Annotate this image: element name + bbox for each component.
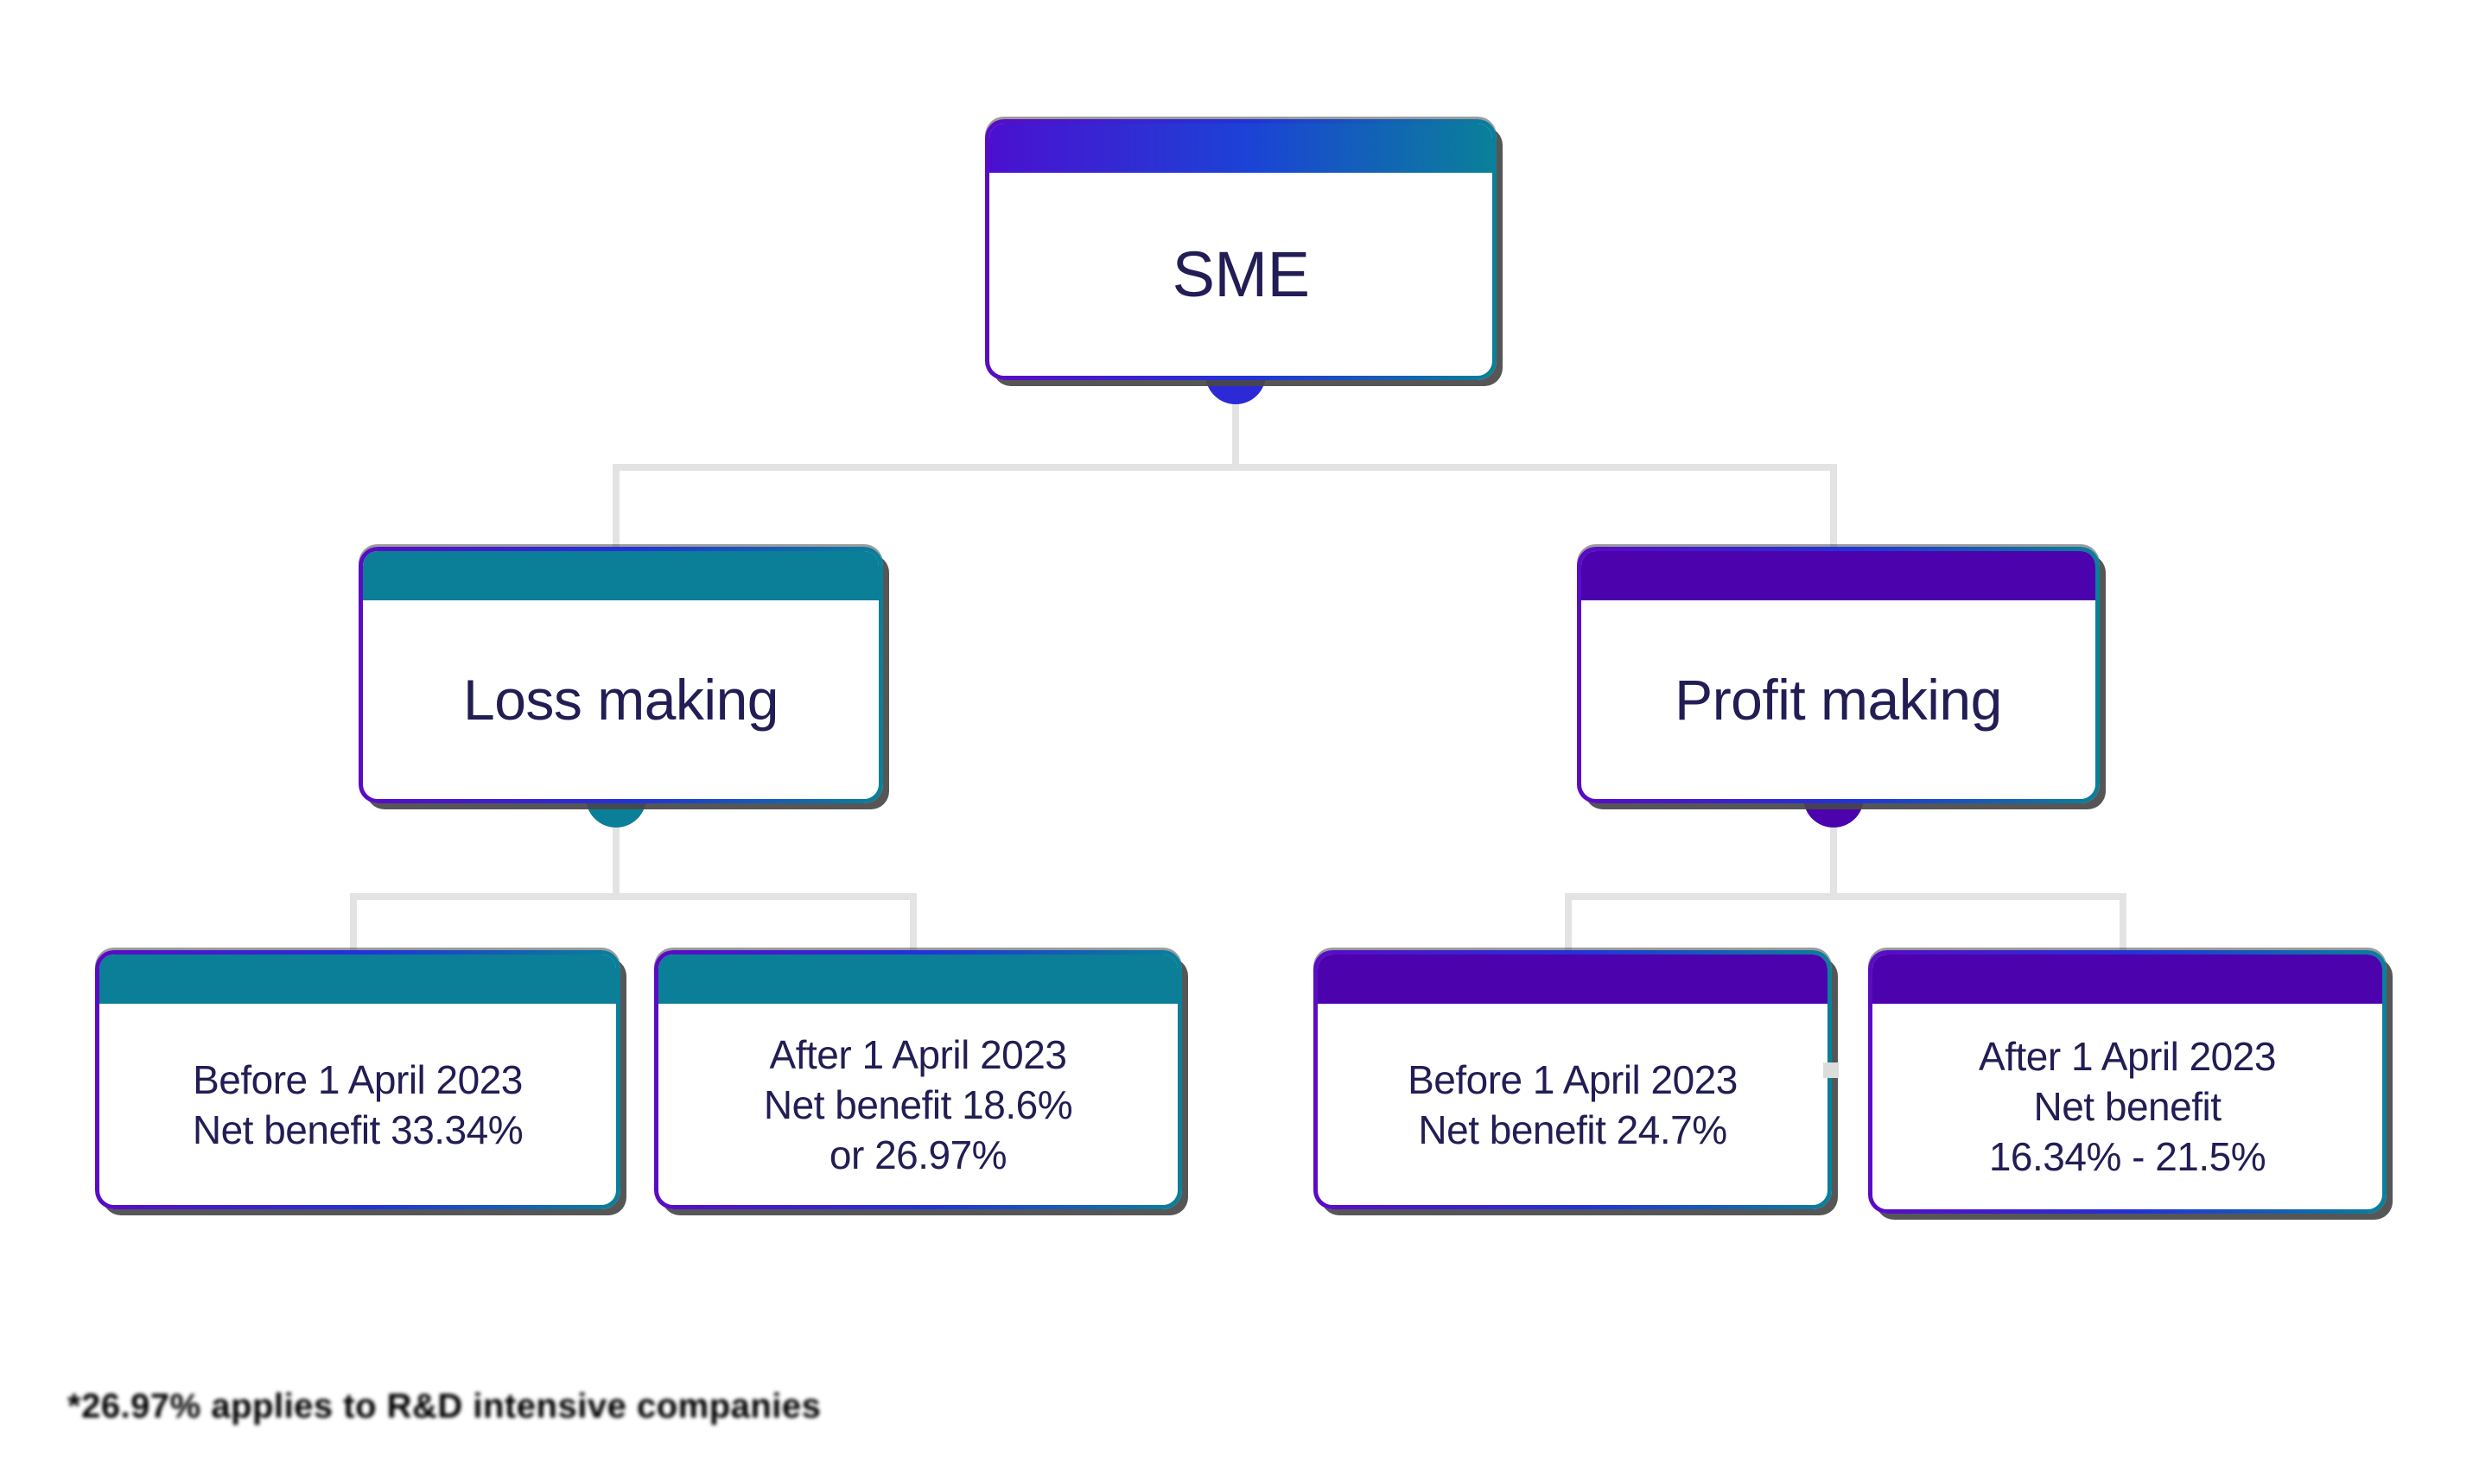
loss-after-april-2023-label: After 1 April 2023 Net benefit 18.6% or … (763, 1030, 1073, 1180)
profit-before-april-2023-header (1318, 954, 1827, 1004)
sme-box: SME (985, 119, 1497, 380)
footnote: *26.97% applies to R&D intensive compani… (67, 1387, 822, 1425)
loss-after-april-2023-box: After 1 April 2023 Net benefit 18.6% or … (654, 950, 1182, 1209)
profit-after-april-2023-box: After 1 April 2023 Net benefit 16.34% - … (1868, 950, 2387, 1214)
connector-drop-loss-after (910, 893, 917, 954)
loss-before-april-2023-label: Before 1 April 2023 Net benefit 33.34% (192, 1055, 524, 1155)
leaf-text-line: or 26.97% (829, 1132, 1007, 1177)
connector-drop-profit (1830, 464, 1837, 550)
leaf-text-line: Net benefit 18.6% (763, 1081, 1073, 1127)
stray-gray-artifact (1823, 1062, 1839, 1078)
loss-before-april-2023-header (99, 954, 616, 1004)
connector-sme-crossbar (613, 464, 1837, 471)
leaf-text-line: After 1 April 2023 (1979, 1034, 2276, 1079)
connector-drop-profit-before (1565, 893, 1572, 954)
loss-after-april-2023-inner: After 1 April 2023 Net benefit 18.6% or … (658, 954, 1178, 1205)
profit-after-april-2023-header (1872, 954, 2382, 1004)
profit-making-box-header (1581, 551, 2095, 600)
loss-making-box-header (363, 551, 879, 600)
loss-making-box-body: Loss making (363, 600, 879, 799)
leaf-text-line: Net benefit 33.34% (192, 1107, 524, 1152)
leaf-text-line: Before 1 April 2023 (1408, 1056, 1738, 1102)
profit-making-label: Profit making (1675, 668, 2002, 732)
connector-sme-stem (1232, 397, 1239, 467)
leaf-text-line: After 1 April 2023 (769, 1031, 1067, 1077)
loss-making-label: Loss making (462, 668, 779, 732)
leaf-text-line: Net benefit 24.7% (1418, 1107, 1727, 1152)
sme-box-header (989, 124, 1492, 173)
loss-making-box-inner: Loss making (363, 551, 879, 799)
connector-profit-stem (1830, 822, 1837, 893)
leaf-text-line: Before 1 April 2023 (193, 1056, 523, 1102)
connector-profit-crossbar (1565, 893, 2126, 900)
connector-loss-crossbar (350, 893, 917, 900)
profit-before-april-2023-label: Before 1 April 2023 Net benefit 24.7% (1408, 1055, 1738, 1155)
loss-after-april-2023-body: After 1 April 2023 Net benefit 18.6% or … (658, 1004, 1178, 1205)
profit-before-april-2023-body: Before 1 April 2023 Net benefit 24.7% (1318, 1004, 1827, 1205)
profit-before-april-2023-inner: Before 1 April 2023 Net benefit 24.7% (1318, 954, 1827, 1205)
sme-label: SME (1172, 238, 1310, 310)
connector-drop-loss-before (350, 893, 357, 954)
profit-after-april-2023-label: After 1 April 2023 Net benefit 16.34% - … (1979, 1031, 2276, 1182)
loss-making-box: Loss making (359, 547, 883, 803)
profit-making-box: Profit making (1577, 547, 2100, 803)
leaf-text-line: 16.34% - 21.5% (1988, 1134, 2266, 1179)
profit-after-april-2023-inner: After 1 April 2023 Net benefit 16.34% - … (1872, 954, 2382, 1209)
sme-box-inner: SME (989, 124, 1492, 376)
profit-before-april-2023-box: Before 1 April 2023 Net benefit 24.7% (1313, 950, 1832, 1209)
profit-after-april-2023-body: After 1 April 2023 Net benefit 16.34% - … (1872, 1004, 2382, 1209)
loss-before-april-2023-body: Before 1 April 2023 Net benefit 33.34% (99, 1004, 616, 1205)
connector-drop-loss (613, 464, 620, 550)
leaf-text-line: Net benefit (2033, 1084, 2222, 1129)
sme-box-body: SME (989, 173, 1492, 376)
profit-making-box-body: Profit making (1581, 600, 2095, 799)
loss-before-april-2023-box: Before 1 April 2023 Net benefit 33.34% (95, 950, 620, 1209)
loss-before-april-2023-inner: Before 1 April 2023 Net benefit 33.34% (99, 954, 616, 1205)
connector-loss-stem (613, 822, 620, 893)
connector-drop-profit-after (2120, 893, 2126, 954)
loss-after-april-2023-header (658, 954, 1178, 1004)
profit-making-box-inner: Profit making (1581, 551, 2095, 799)
